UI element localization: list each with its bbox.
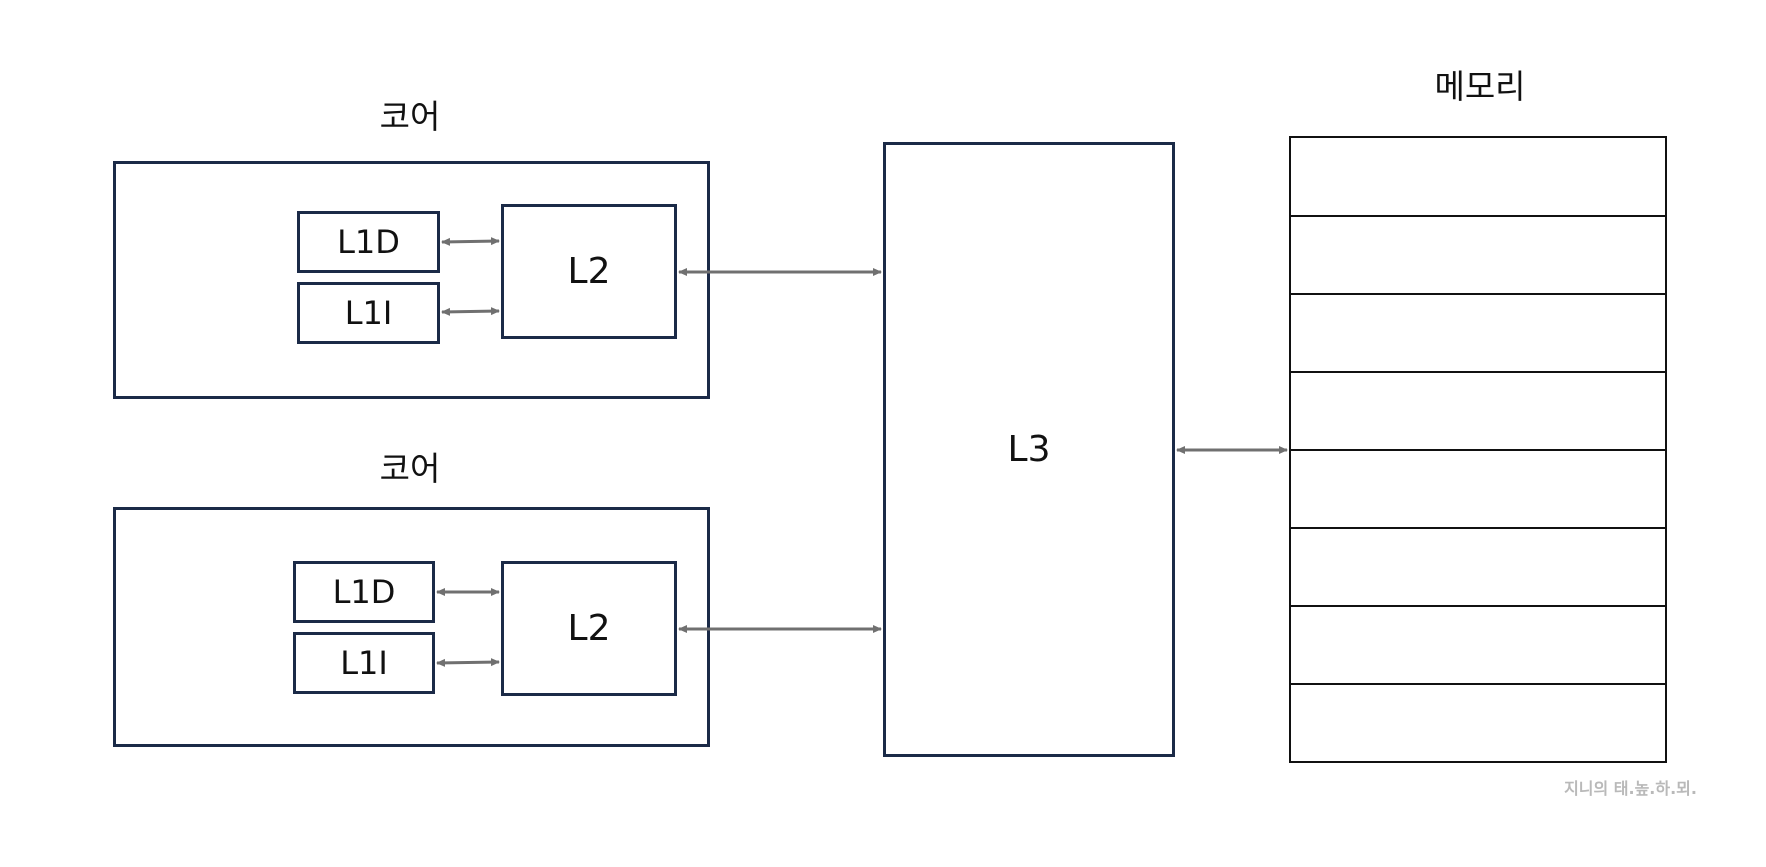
- memory-row-divider: [1291, 215, 1665, 217]
- memory-block: [1289, 136, 1667, 763]
- l3-label: L3: [1007, 429, 1051, 470]
- core2-l2-cache: L2: [501, 561, 677, 696]
- memory-row-divider: [1291, 449, 1665, 451]
- core2-l1d-label: L1D: [332, 573, 396, 611]
- memory-row-divider: [1291, 371, 1665, 373]
- core1-title: 코어: [379, 97, 441, 136]
- core2-l1i-cache: L1I: [293, 632, 435, 694]
- core2-l1d-cache: L1D: [293, 561, 435, 623]
- core1-l1d-label: L1D: [337, 223, 400, 261]
- core1-l1i-label: L1I: [344, 294, 393, 332]
- arrow-core1-l1d-l2: [441, 237, 500, 246]
- core1-l2-label: L2: [567, 251, 611, 292]
- core1-box: [113, 161, 710, 399]
- memory-row-divider: [1291, 293, 1665, 295]
- watermark-text: 지니의 태.높.하.뫼.: [1564, 779, 1697, 798]
- arrow-core1-l1i-l2: [441, 307, 500, 316]
- arrow-core2-l1i-l2: [436, 658, 500, 667]
- core2-l2-label: L2: [567, 608, 611, 649]
- core2-l1i-label: L1I: [340, 644, 388, 682]
- memory-title: 메모리: [1434, 67, 1526, 106]
- core1-l1d-cache: L1D: [297, 211, 440, 273]
- memory-row-divider: [1291, 527, 1665, 529]
- memory-row-divider: [1291, 605, 1665, 607]
- core1-l1i-cache: L1I: [297, 282, 440, 344]
- l3-cache: L3: [883, 142, 1175, 757]
- memory-row-divider: [1291, 683, 1665, 685]
- core1-l2-cache: L2: [501, 204, 677, 339]
- core2-title: 코어: [379, 449, 441, 488]
